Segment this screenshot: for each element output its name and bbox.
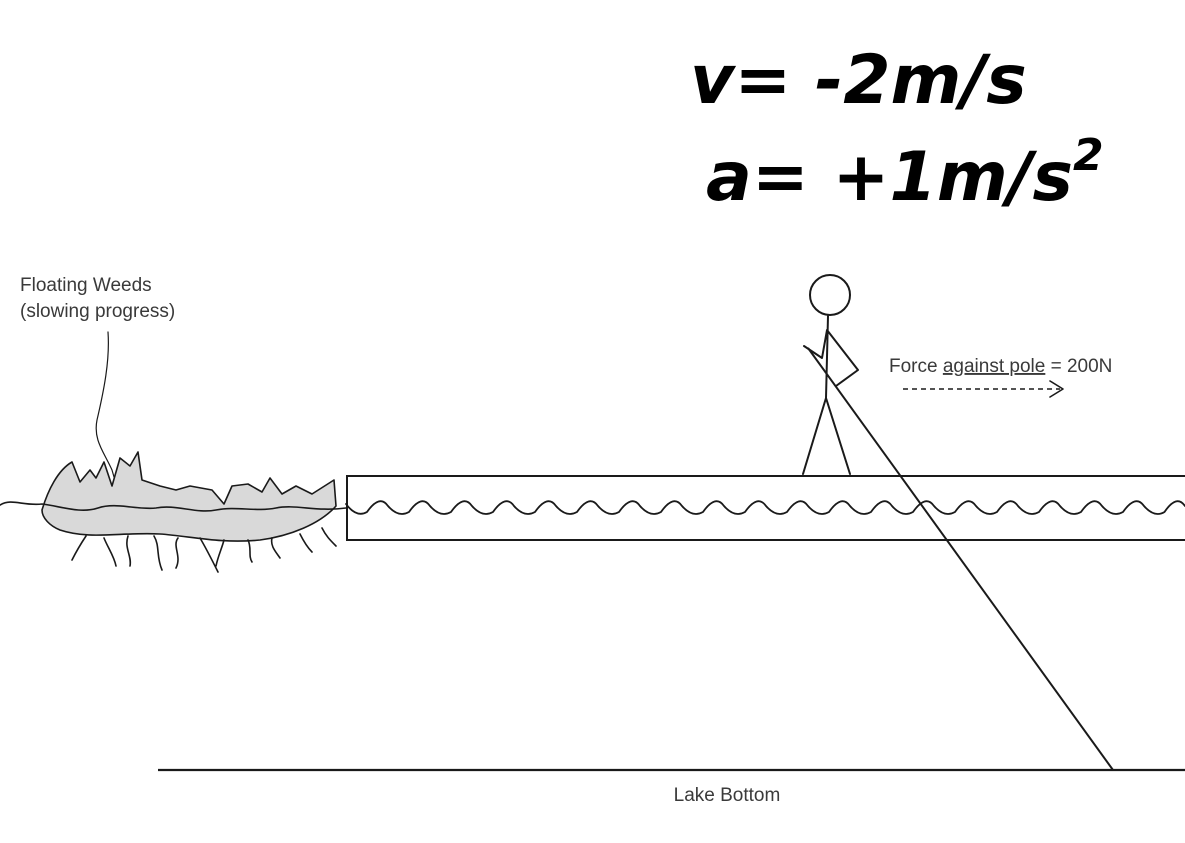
force-label-prefix: Force: [889, 356, 943, 377]
person-head: [809, 274, 851, 316]
weeds-label-line2: (slowing progress): [20, 301, 175, 322]
force-label: Force against pole = 200N: [889, 356, 1112, 377]
floating-weeds: [0, 451, 347, 573]
boat-hull: [346, 475, 1185, 541]
weed-roots: [71, 527, 337, 573]
pole: [807, 347, 1114, 771]
acceleration-text: a= +1m/s: [706, 138, 1073, 217]
velocity-annotation: v= -2m/s: [690, 41, 1027, 120]
force-arrow: [903, 380, 1064, 398]
stick-figure-person: [802, 274, 859, 475]
acceleration-annotation: a= +1m/s2: [706, 130, 1104, 217]
acceleration-exponent: 2: [1073, 130, 1104, 181]
person-body: [802, 315, 859, 475]
weeds-label-line1: Floating Weeds: [20, 275, 152, 296]
water-surface: [345, 500, 1185, 515]
force-label-underlined: against pole: [943, 356, 1045, 377]
force-label-suffix: = 200N: [1045, 356, 1112, 377]
lake-bottom-label: Lake Bottom: [674, 785, 781, 806]
weeds-leader-line: [95, 331, 117, 485]
